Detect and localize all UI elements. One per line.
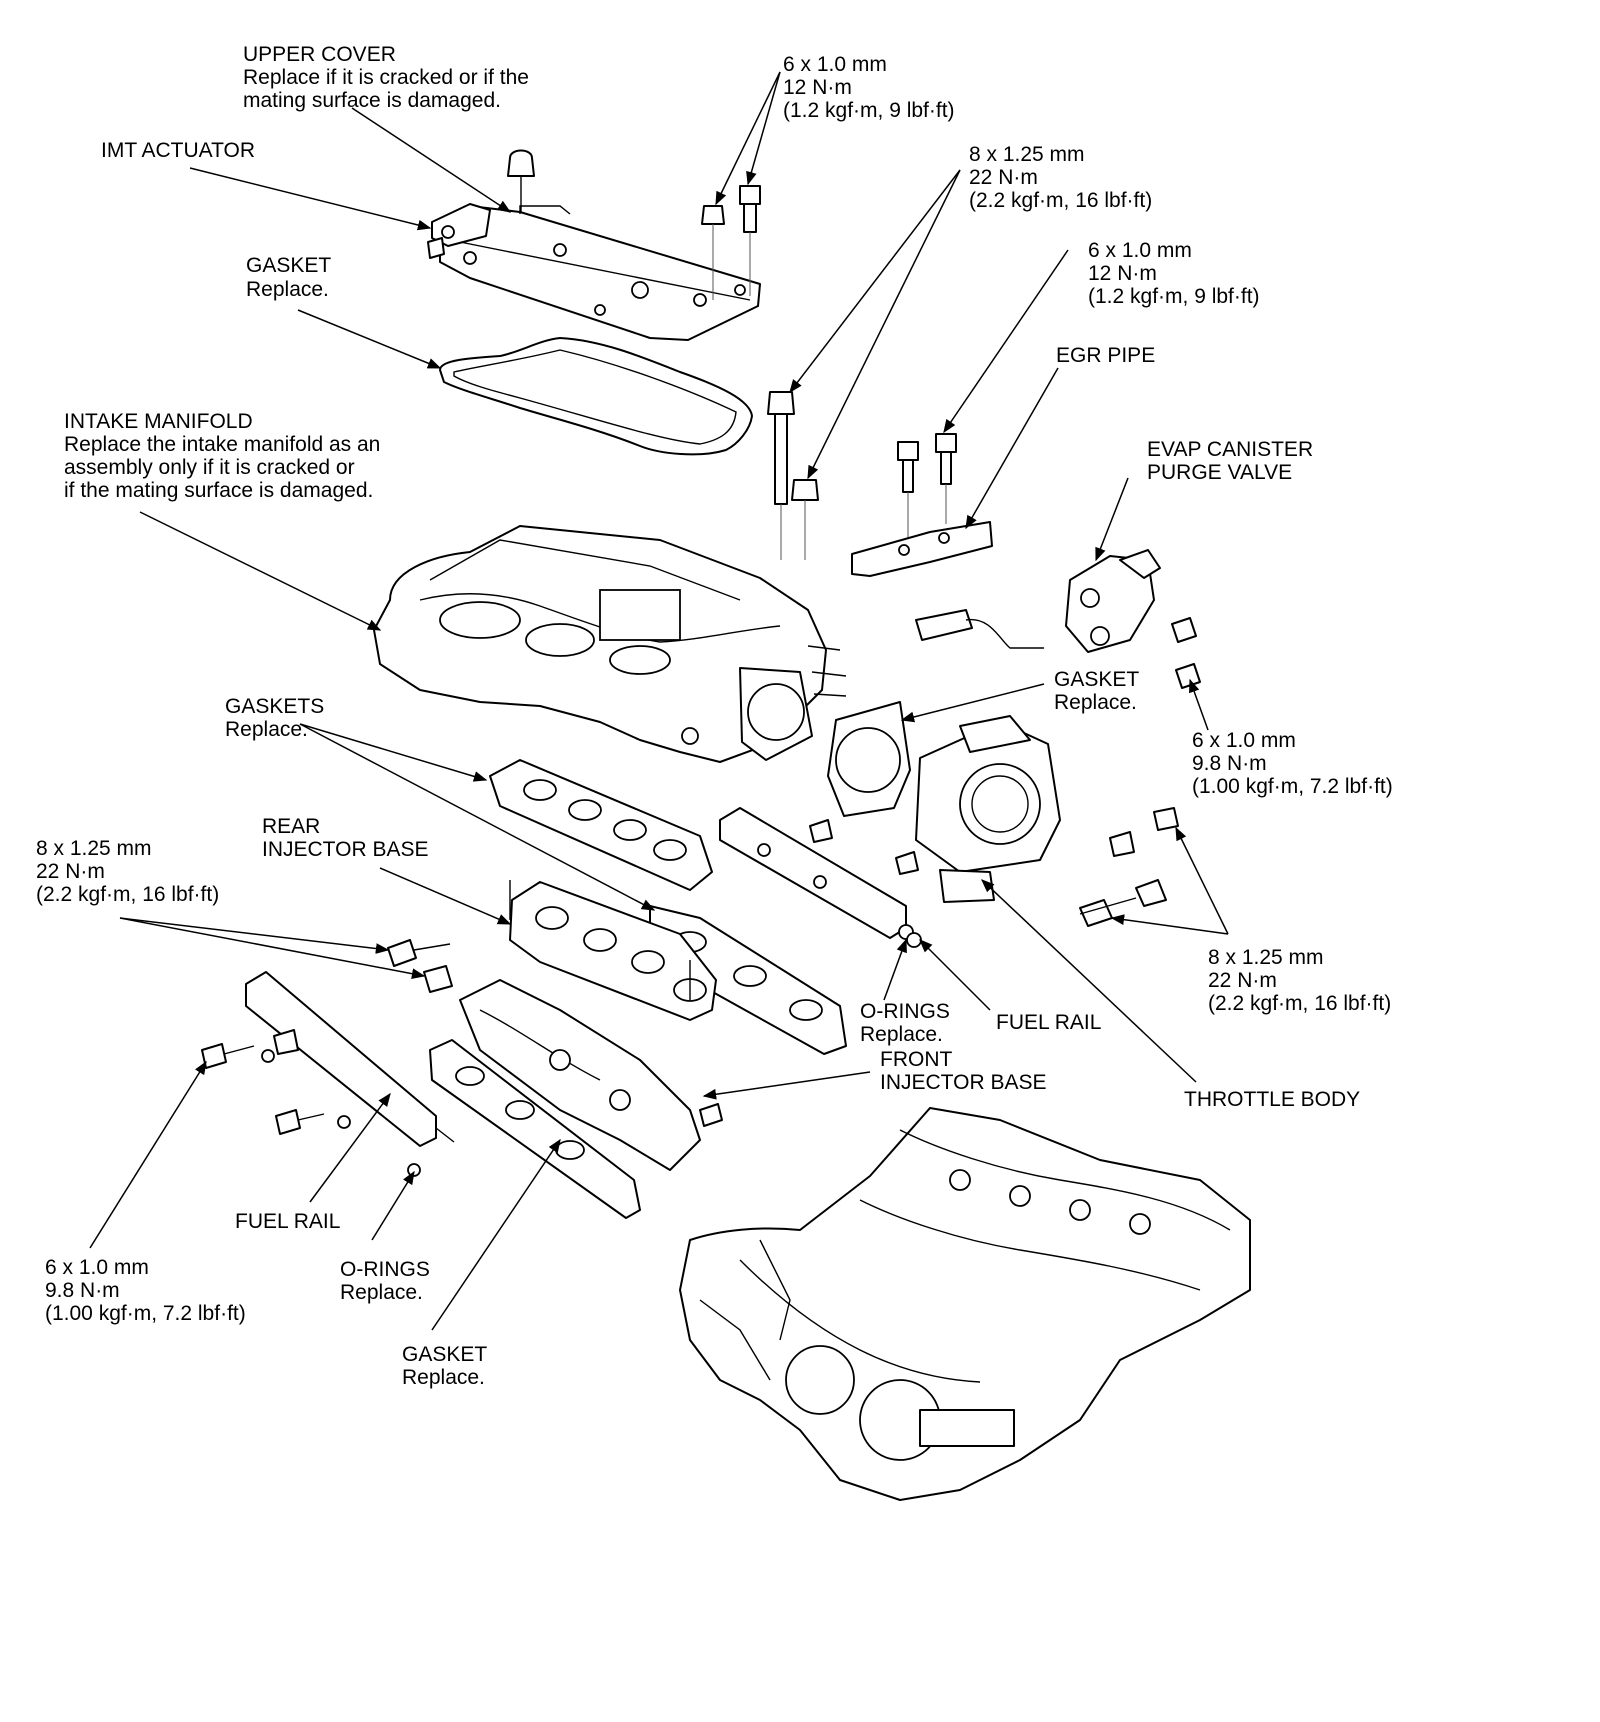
throttle-body-part	[915, 715, 1061, 903]
leader-lines	[89, 71, 1229, 1331]
evap-valve-title-1: EVAP CANISTER	[1147, 438, 1313, 461]
bolt-top-8-torque-alt: (2.2 kgf·m, 16 lbf·ft)	[969, 189, 1152, 212]
front-rail-bolts-part	[201, 1043, 723, 1135]
throttle-bolts-part	[1079, 807, 1179, 927]
nut-right-6-torque-alt: (1.00 kgf·m, 7.2 lbf·ft)	[1192, 775, 1393, 798]
bolt-right-8-size: 8 x 1.25 mm	[1208, 946, 1324, 969]
orings-left-title: O-RINGS	[340, 1258, 430, 1281]
top-bolts-part	[701, 185, 761, 300]
gaskets-base-note: Replace.	[225, 718, 308, 741]
bolt-left-8-torque-alt: (2.2 kgf·m, 16 lbf·ft)	[36, 883, 219, 906]
rear-injector-base-title-1: REAR	[262, 815, 320, 838]
bolt-left-8-size: 8 x 1.25 mm	[36, 837, 152, 860]
intake-manifold-note-2: assembly only if it is cracked or	[64, 456, 355, 479]
orings-left-note: Replace.	[340, 1281, 423, 1304]
upper-cover-title: UPPER COVER	[243, 43, 396, 66]
bolt-top-8-torque: 22 N·m	[969, 166, 1038, 189]
bolt-top-8-size: 8 x 1.25 mm	[969, 143, 1085, 166]
callout-fuel-rail-left: FUEL RAIL	[235, 1210, 340, 1233]
front-injector-base-title-1: FRONT	[880, 1048, 952, 1071]
callout-imt-actuator: IMT ACTUATOR	[101, 139, 255, 162]
throttle-body-title: THROTTLE BODY	[1184, 1088, 1360, 1111]
fuel-rail-left-title: FUEL RAIL	[235, 1210, 340, 1233]
bolt-right-8-torque: 22 N·m	[1208, 969, 1277, 992]
callout-egr-pipe: EGR PIPE	[1056, 344, 1155, 367]
callout-rear-injector-base: REAR INJECTOR BASE	[262, 815, 428, 861]
callout-gaskets-base: GASKETS Replace.	[225, 695, 324, 741]
fuel-rail-right-title: FUEL RAIL	[996, 1011, 1101, 1034]
nut-right-6-size: 6 x 1.0 mm	[1192, 729, 1296, 752]
bolt-egr-6-size: 6 x 1.0 mm	[1088, 239, 1192, 262]
upper-cover-note-1: Replace if it is cracked or if the	[243, 66, 529, 89]
bolt-egr-6-torque: 12 N·m	[1088, 262, 1157, 285]
left-bolts-part	[387, 939, 453, 993]
callout-gasket-front: GASKET Replace.	[402, 1343, 487, 1389]
intake-manifold-part	[373, 525, 847, 763]
gasket-throttle-note: Replace.	[1054, 691, 1137, 714]
orings-right-title: O-RINGS	[860, 1000, 950, 1023]
bolt-right-8-torque-alt: (2.2 kgf·m, 16 lbf·ft)	[1208, 992, 1391, 1015]
bolt-left-8-torque: 22 N·m	[36, 860, 105, 883]
gasket-front-title: GASKET	[402, 1343, 487, 1366]
callout-bolt-top-6: 6 x 1.0 mm 12 N·m (1.2 kgf·m, 9 lbf·ft)	[783, 53, 955, 122]
front-fuel-rail-part	[245, 971, 455, 1177]
evap-purge-valve-part	[1065, 549, 1161, 653]
callout-throttle-body: THROTTLE BODY	[1184, 1088, 1360, 1111]
callout-gasket-cover: GASKET Replace.	[246, 254, 331, 301]
intake-manifold-note-3: if the mating surface is damaged.	[64, 479, 373, 502]
front-injector-base-part	[459, 979, 701, 1171]
callout-intake-manifold: INTAKE MANIFOLD Replace the intake manif…	[64, 410, 380, 502]
callout-gasket-throttle: GASKET Replace.	[1054, 668, 1139, 714]
gasket-cover-title: GASKET	[246, 254, 331, 277]
callout-bolt-egr-6: 6 x 1.0 mm 12 N·m (1.2 kgf·m, 9 lbf·ft)	[1088, 239, 1260, 308]
throttle-gasket-part	[827, 701, 911, 817]
orings-right-note: Replace.	[860, 1023, 943, 1046]
nut-right-6-torque: 9.8 N·m	[1192, 752, 1267, 775]
callout-bolt-top-8: 8 x 1.25 mm 22 N·m (2.2 kgf·m, 16 lbf·ft…	[969, 143, 1152, 212]
long-bolt-part	[767, 391, 819, 560]
bolt-left-6-torque: 9.8 N·m	[45, 1279, 120, 1302]
rear-injector-base-part	[509, 880, 717, 1021]
gasket-front-note: Replace.	[402, 1366, 485, 1389]
bolt-top-6-size: 6 x 1.0 mm	[783, 53, 887, 76]
gasket-cover-note: Replace.	[246, 278, 329, 301]
egr-pipe-part	[851, 521, 1044, 649]
callout-bolt-left-8: 8 x 1.25 mm 22 N·m (2.2 kgf·m, 16 lbf·ft…	[36, 837, 219, 906]
egr-pipe-title: EGR PIPE	[1056, 344, 1155, 367]
imt-actuator-part	[427, 203, 491, 259]
rear-fuel-rail-part	[719, 807, 922, 948]
callout-orings-left: O-RINGS Replace.	[340, 1258, 430, 1304]
callout-front-injector-base: FRONT INJECTOR BASE	[880, 1048, 1046, 1094]
callout-evap-valve: EVAP CANISTER PURGE VALVE	[1147, 438, 1313, 484]
bolt-egr-6-torque-alt: (1.2 kgf·m, 9 lbf·ft)	[1088, 285, 1260, 308]
cover-gasket-part	[439, 337, 753, 456]
intake-manifold-title: INTAKE MANIFOLD	[64, 410, 253, 433]
callout-upper-cover: UPPER COVER Replace if it is cracked or …	[243, 43, 529, 112]
bolt-top-6-torque: 12 N·m	[783, 76, 852, 99]
front-injector-base-title-2: INJECTOR BASE	[880, 1071, 1046, 1094]
evap-valve-title-2: PURGE VALVE	[1147, 461, 1292, 484]
callout-fuel-rail-right: FUEL RAIL	[996, 1011, 1101, 1034]
bolt-top-6-torque-alt: (1.2 kgf·m, 9 lbf·ft)	[783, 99, 955, 122]
callout-nut-right-6: 6 x 1.0 mm 9.8 N·m (1.00 kgf·m, 7.2 lbf·…	[1192, 729, 1393, 798]
front-gasket-part	[429, 1039, 641, 1219]
gaskets-base-title: GASKETS	[225, 695, 324, 718]
egr-bolts-part	[897, 433, 957, 540]
bolt-left-6-torque-alt: (1.00 kgf·m, 7.2 lbf·ft)	[45, 1302, 246, 1325]
engine-block-part	[679, 1107, 1251, 1501]
cover-nut-part	[507, 149, 535, 212]
gasket-throttle-title: GASKET	[1054, 668, 1139, 691]
bolt-left-6-size: 6 x 1.0 mm	[45, 1256, 149, 1279]
rear-injector-base-title-2: INJECTOR BASE	[262, 838, 428, 861]
intake-manifold-note-1: Replace the intake manifold as an	[64, 433, 380, 456]
imt-actuator-title: IMT ACTUATOR	[101, 139, 255, 162]
upper-cover-note-2: mating surface is damaged.	[243, 89, 501, 112]
callout-orings-right: O-RINGS Replace.	[860, 1000, 950, 1046]
evap-nuts-part	[1171, 617, 1201, 689]
callout-bolt-left-6: 6 x 1.0 mm 9.8 N·m (1.00 kgf·m, 7.2 lbf·…	[45, 1256, 246, 1325]
upper-cover-part	[439, 205, 761, 341]
callout-bolt-right-8: 8 x 1.25 mm 22 N·m (2.2 kgf·m, 16 lbf·ft…	[1208, 946, 1391, 1015]
